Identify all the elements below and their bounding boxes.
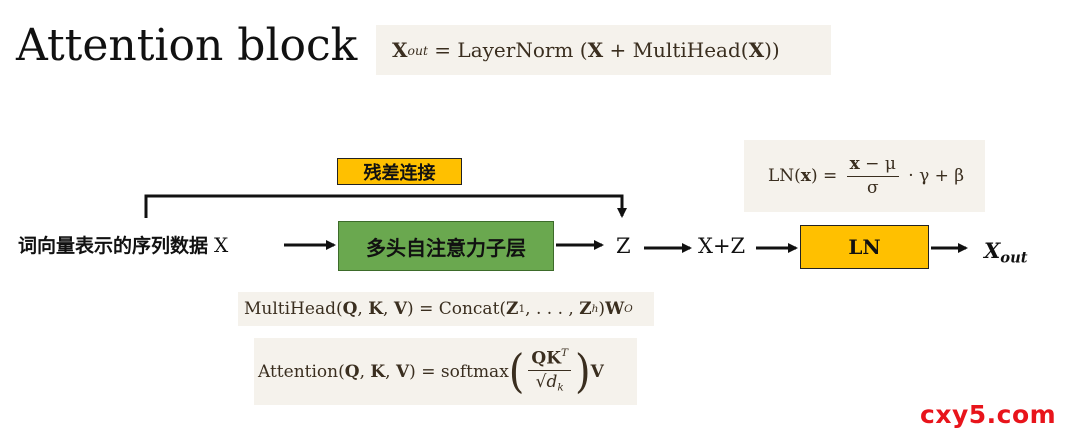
sum-node: X+Z [698, 234, 746, 258]
att-num-sup: T [560, 347, 569, 360]
multihead-attention-box: 多头自注意力子层 [338, 221, 554, 271]
att-lparen: ( [508, 345, 525, 398]
output-x: X [984, 238, 1001, 263]
mh-dots: , . . . , [525, 299, 580, 319]
mh-w: W [605, 299, 625, 319]
mh-k: K [368, 299, 384, 319]
ln-eq: ) = [810, 166, 843, 186]
input-text: 词向量表示的序列数据 [18, 235, 209, 257]
att-q: Q [344, 361, 360, 382]
att-v: V [395, 361, 410, 382]
ln-x: x [800, 166, 811, 186]
att-den-sub: k [557, 382, 564, 395]
att-softmax: ) = softmax [409, 361, 509, 382]
att-head: Attention( [258, 361, 345, 382]
z-node: Z [616, 234, 631, 258]
mh-concat: ) = Concat( [407, 299, 507, 319]
mh-zh-sub: h [591, 303, 599, 315]
formula-x-out-sub: out [407, 42, 428, 58]
layernorm-box: LN [800, 225, 929, 269]
att-rparen: ) [575, 345, 591, 398]
ln-num-rest: − μ [859, 153, 896, 174]
residual-connection-label: 残差连接 [337, 158, 462, 185]
att-den: √d [535, 372, 558, 393]
residual-connection-line [144, 194, 627, 218]
mh-z1-sub: 1 [518, 303, 526, 315]
mh-close: ) [598, 299, 606, 319]
formula-x2: X [748, 38, 765, 62]
attention-formula: Attention(Q, K, V) = softmax ( QKT √dk )… [254, 338, 637, 405]
layernorm-formula: LN(x) = x − μ σ · γ + β [744, 140, 985, 212]
mh-v: V [393, 299, 408, 319]
formula-x: X [587, 38, 604, 62]
ln-lhs: LN( [768, 166, 801, 186]
att-v-tail: V [590, 361, 604, 382]
input-var: X [214, 233, 229, 257]
mh-q: Q [342, 299, 358, 319]
output-sub: out [1000, 249, 1028, 267]
formula-eq: = LayerNorm ( [427, 38, 588, 62]
ln-tail: · γ + β [902, 166, 965, 186]
mh-w-sub: O [624, 303, 633, 315]
page-title: Attention block [16, 20, 358, 71]
att-num: QK [531, 348, 561, 369]
formula-x-out: X [392, 38, 408, 62]
ln-num-x: x [849, 153, 860, 174]
output-node: Xout [984, 238, 1028, 266]
ln-fraction: x − μ σ [846, 153, 899, 198]
mh-zh: Z [579, 299, 592, 319]
mh-head: MultiHead( [244, 299, 343, 319]
ln-den: σ [866, 177, 879, 198]
formula-plus-mh: + MultiHead( [603, 38, 749, 62]
att-k: K [370, 361, 386, 382]
mh-z1: Z [506, 299, 519, 319]
att-fraction: QKT √dk [528, 347, 572, 395]
watermark: cxy5.com [920, 400, 1057, 429]
formula-close: )) [764, 38, 780, 62]
